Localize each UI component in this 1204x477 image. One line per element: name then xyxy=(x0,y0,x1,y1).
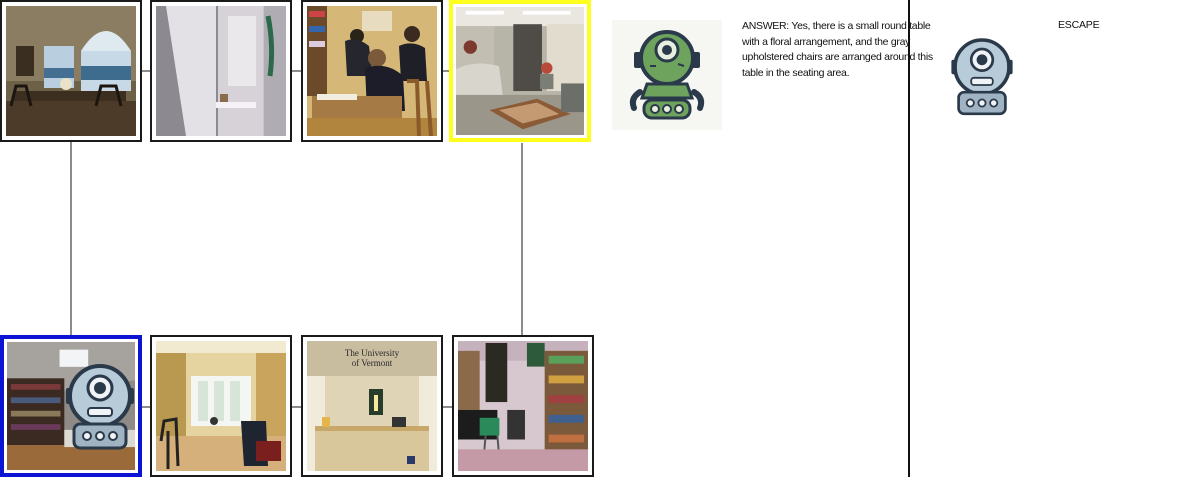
connector-line xyxy=(142,70,150,72)
study-room-thumbnail[interactable] xyxy=(301,0,443,142)
answer-text: ANSWER: Yes, there is a small round tabl… xyxy=(742,20,933,79)
bookshelf-room-thumbnail[interactable] xyxy=(452,335,594,477)
escape-label: ESCAPE xyxy=(1058,19,1100,31)
dining-room-thumbnail[interactable] xyxy=(0,0,142,142)
robot-agent-icon xyxy=(60,360,140,452)
lobby-thumbnail[interactable] xyxy=(449,0,591,142)
panel-divider xyxy=(908,0,910,477)
connector-line xyxy=(292,406,301,408)
robot-guide-icon xyxy=(629,30,705,120)
connector-line xyxy=(292,70,301,72)
white-doorway-thumbnail[interactable] xyxy=(150,0,292,142)
university-sign-line1: The University xyxy=(345,348,400,358)
robot-guide-panel xyxy=(612,20,722,130)
sunroom-thumbnail[interactable] xyxy=(150,335,292,477)
connector-line xyxy=(521,143,523,336)
connector-line xyxy=(70,142,72,335)
university-sign-line2: of Vermont xyxy=(352,358,393,368)
connector-line xyxy=(142,406,150,408)
robot-agent-icon xyxy=(946,32,1018,120)
connector-line xyxy=(443,70,449,72)
connector-line xyxy=(443,406,452,408)
university-office-thumbnail[interactable]: The University of Vermont xyxy=(301,335,443,477)
